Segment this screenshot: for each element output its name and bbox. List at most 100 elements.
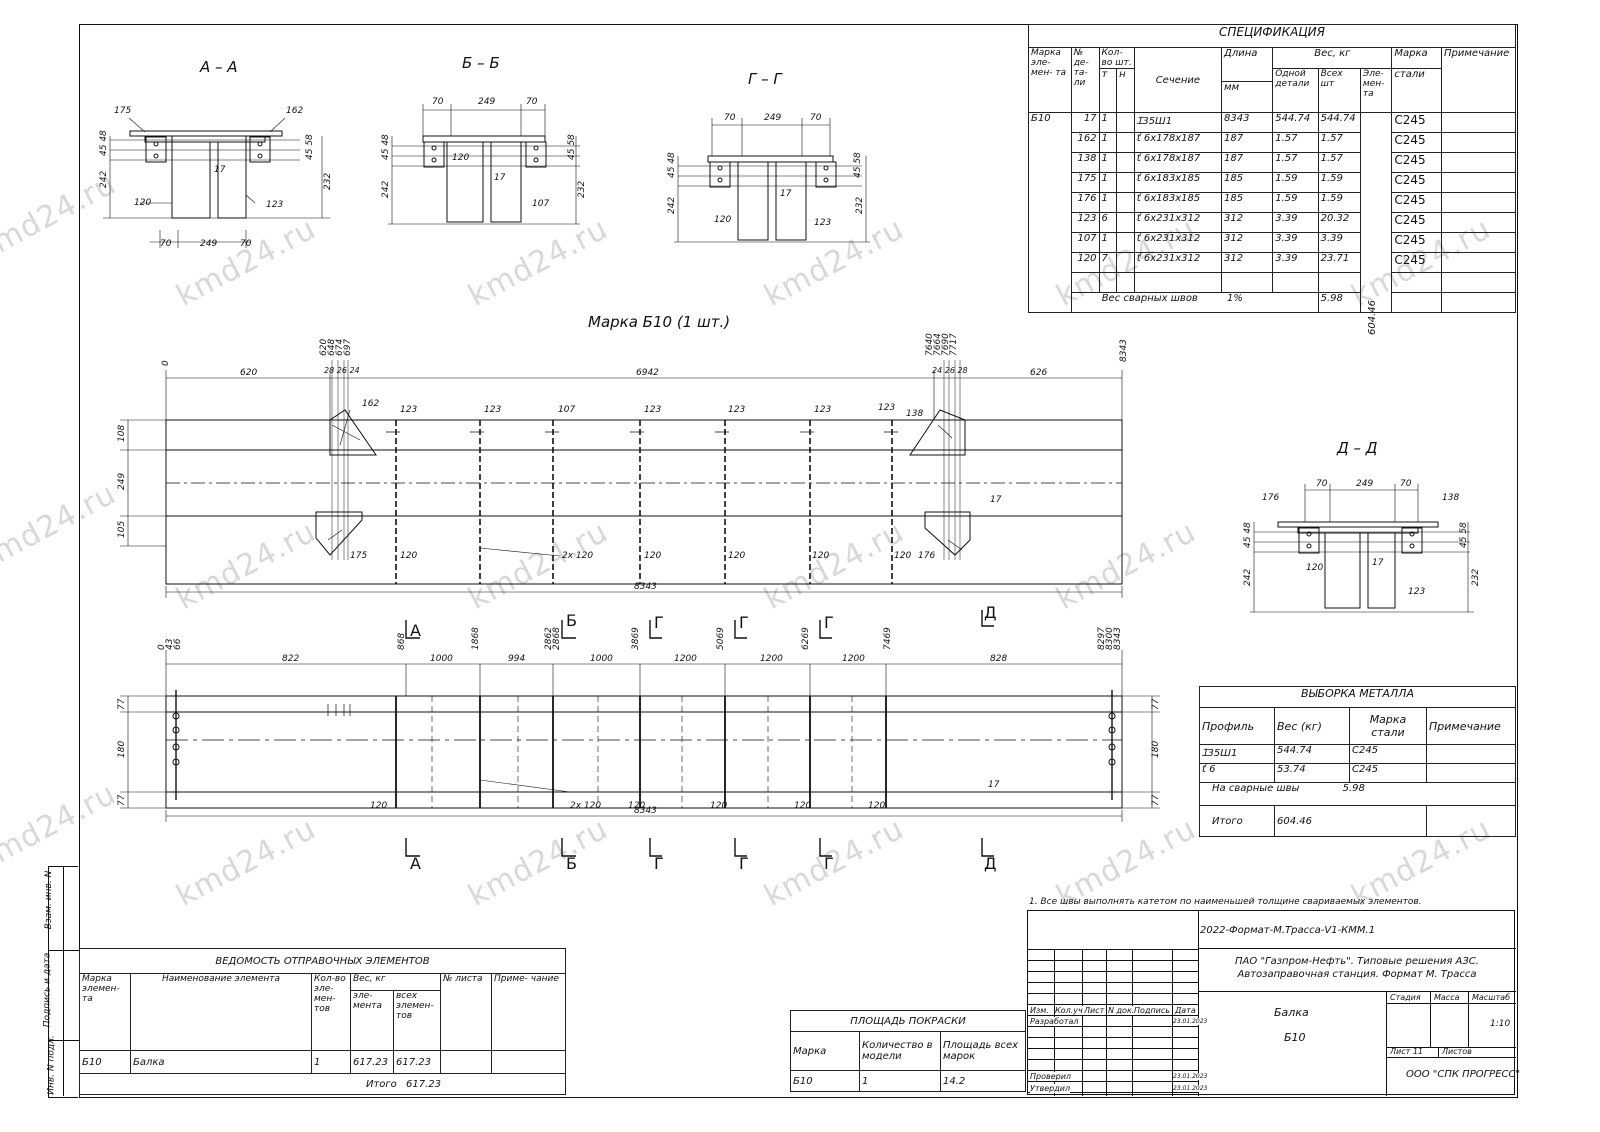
spec-cell: ť 6x178x187 — [1133, 132, 1223, 153]
dim-text: 1000 — [430, 654, 453, 664]
dim-text: 105 — [117, 521, 127, 538]
spec-cell: C245 — [1391, 192, 1442, 213]
stamp-sheets: Листов — [1442, 1047, 1472, 1056]
spec-cell — [1391, 272, 1442, 293]
spec-cell — [1221, 272, 1274, 293]
dim-text: 249 — [478, 97, 495, 107]
dim-text: 180 — [117, 741, 127, 758]
dim-text: 697 — [343, 339, 353, 356]
cut-label: А — [410, 621, 421, 640]
spec-cell: 312 — [1221, 212, 1274, 233]
vedomost-cell — [440, 1050, 492, 1074]
dim-text: 3869 — [631, 627, 641, 650]
spec-cell: 544.74 — [1317, 112, 1361, 133]
drawing-frame — [79, 24, 1518, 1098]
dim-text: 8343 — [634, 806, 657, 816]
dim-text: 70 — [240, 239, 252, 249]
dim-text: 17 — [780, 189, 792, 199]
spec-cell: 1.59 — [1317, 172, 1361, 193]
spec-cell — [1116, 112, 1135, 133]
metal-weld-row: На сварные швы 5.98 — [1199, 782, 1516, 806]
callout: 17 — [988, 780, 1000, 790]
dim-text: 2868 — [552, 627, 562, 650]
dim-text: 162 — [286, 106, 303, 116]
dim-text: 8343 — [1113, 627, 1123, 650]
dim-text: 7664 — [933, 333, 943, 356]
dim-text: 1868 — [471, 627, 481, 650]
callout: 175 — [350, 551, 367, 561]
paint-h-mark: Марка — [790, 1031, 860, 1071]
callout: 120 — [400, 551, 417, 561]
spec-cell — [1441, 212, 1516, 233]
spec-h-no: № де- та- ли — [1070, 47, 1100, 113]
dim-text: 70 — [1316, 479, 1328, 489]
spec-cell — [1441, 112, 1516, 133]
spec-cell: 1.57 — [1272, 152, 1319, 173]
callout: 2х 120 — [570, 801, 601, 811]
spec-cell — [1116, 132, 1135, 153]
dim-text: 70 — [724, 113, 736, 123]
spec-element-total: 604.46 — [1359, 112, 1393, 335]
callout: 120 — [644, 551, 661, 561]
spec-cell: C245 — [1391, 172, 1442, 193]
dim-text: 107 — [532, 199, 549, 209]
dim-text: 994 — [508, 654, 525, 664]
dim-text: 120 — [1306, 563, 1323, 573]
stamp-col-data: Дата — [1175, 1006, 1196, 1015]
dim-text: 17 — [214, 165, 226, 175]
metal-cell: Ɪ35Ш1 — [1199, 744, 1275, 764]
section-dd — [1250, 484, 1474, 613]
dim-text: 45 58 — [1459, 522, 1469, 548]
spec-cell — [1441, 152, 1516, 173]
spec-cell — [1441, 172, 1516, 193]
vedomost-h-mark: Марка элемен- та — [79, 973, 131, 1051]
spec-cell: 1.57 — [1272, 132, 1319, 153]
spec-cell: 544.74 — [1272, 112, 1319, 133]
dim-text: 8297 — [1097, 627, 1107, 650]
callout: 120 — [894, 551, 911, 561]
title-mark: Марка Б10 (1 шт.) — [588, 313, 730, 331]
spec-cell: 3.39 — [1272, 252, 1319, 273]
dim-text: 249 — [200, 239, 217, 249]
callout: 123 — [484, 405, 501, 415]
spec-cell — [1441, 252, 1516, 273]
stamp-date-3: 23.01.2023 — [1173, 1085, 1208, 1092]
dim-text: 120 — [714, 215, 731, 225]
spec-cell — [1116, 272, 1135, 293]
vedomost-cell: 617.23 — [350, 1050, 394, 1074]
spec-title: СПЕЦИФИКАЦИЯ — [1028, 24, 1516, 48]
dim-text: 70 — [810, 113, 822, 123]
dim-text: 43 — [165, 638, 175, 650]
dim-text: 8300 — [1105, 627, 1115, 650]
title-block: 2022-Формат-М.Трасса-V1-КММ.1 Изм. Кол.у… — [1027, 910, 1520, 1096]
spec-cell: 3.39 — [1317, 232, 1361, 253]
title-bb: Б – Б — [462, 54, 500, 72]
spec-table: СПЕЦИФИКАЦИЯ Марка эле- мен- та № де- та… — [1028, 24, 1516, 335]
spec-cell: 1.59 — [1317, 192, 1361, 213]
dim-text: 70 — [432, 97, 444, 107]
dim-text: 0 — [161, 360, 171, 366]
metal-cell: 53.74 — [1274, 763, 1350, 783]
spec-cell: 3.39 — [1272, 212, 1319, 233]
stamp-col-izm: Изм. — [1030, 1006, 1049, 1015]
spec-cell: 138 — [1070, 152, 1100, 173]
spec-cell — [1116, 192, 1135, 213]
spec-weld-pct: 1% — [1227, 293, 1243, 304]
vedomost-h-weight: Вес, кг — [350, 973, 441, 991]
vedomost-h-name: Наименование элемента — [130, 973, 312, 1051]
dim-text: 828 — [990, 654, 1007, 664]
paint-cell: 1 — [859, 1070, 941, 1092]
dim-text: 232 — [1471, 569, 1481, 586]
vedomost-total-value: 617.23 — [405, 1078, 441, 1090]
section-cut-labels: А Б Г Г Г Д А Б Г Г Г Д — [410, 603, 997, 873]
spec-element-total-text: 604.46 — [1366, 300, 1378, 335]
spec-cell: C245 — [1391, 232, 1442, 253]
paint-h-area: Площадь всех марок — [940, 1031, 1026, 1071]
dim-text: 123 — [266, 200, 283, 210]
callout: 120 — [370, 801, 387, 811]
side-strip-inner — [63, 866, 80, 1096]
spec-h-all: Всех шт — [1317, 68, 1361, 113]
spec-cell: ť 6x178x187 — [1133, 152, 1223, 173]
dim-text: 45 58 — [567, 134, 577, 160]
spec-cell — [1133, 272, 1223, 293]
